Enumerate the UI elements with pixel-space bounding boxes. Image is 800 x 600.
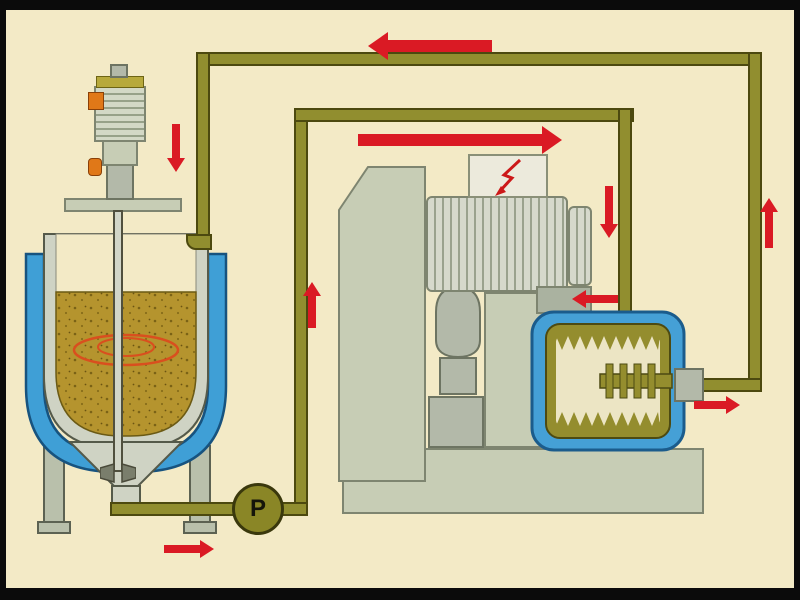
flow-arrow-mill-outlet: [694, 396, 740, 414]
agitator-shaft: [113, 210, 123, 472]
flow-arrow-feed-riser: [303, 282, 321, 328]
mill-motor-endcap: [568, 206, 592, 286]
flow-arrow-mill-feed-drop: [600, 186, 618, 238]
agitator-neck: [102, 140, 138, 166]
pipe-mill-feed-drop: [618, 108, 632, 314]
junction-box: [468, 154, 548, 198]
impeller: [100, 463, 136, 483]
frame-border-top: [0, 0, 800, 10]
motor-knob: [88, 158, 102, 176]
pump-label: P: [249, 495, 266, 522]
flow-arrow-mill-inlet: [572, 290, 618, 308]
frame-border-left: [0, 0, 6, 600]
feed-vessel: [24, 233, 228, 534]
pipe-feed-top: [294, 108, 634, 122]
circulation-pump: P: [232, 483, 284, 535]
pipe-vessel-drop: [196, 52, 210, 248]
agitator-motor-stub: [110, 64, 128, 78]
vortex-swirl-outer: [72, 333, 180, 367]
grinding-discs: [605, 363, 656, 399]
frame-border-right: [794, 0, 800, 600]
grinding-chamber: [530, 310, 686, 452]
flow-arrow-vessel-inlet: [167, 124, 185, 172]
mill-motor: [426, 196, 568, 292]
agitator-coupling: [106, 164, 134, 200]
chamber-outlet: [674, 368, 704, 402]
agitator-mount-plate: [64, 198, 182, 212]
mill-column: [338, 166, 426, 482]
motor-badge: [88, 92, 104, 110]
vortex-swirl-inner: [97, 337, 155, 357]
pipe-vessel-elbow: [186, 234, 212, 250]
flow-arrow-return-riser: [760, 198, 778, 248]
coupling-block: [428, 396, 484, 448]
flow-arrow-feed-line-top: [358, 126, 562, 154]
flow-arrow-return-line-top: [368, 32, 492, 60]
lightning-icon: [495, 158, 522, 196]
frame-border-bottom: [0, 588, 800, 600]
grinding-teeth-top: [556, 336, 660, 350]
flow-arrow-pump-suction: [164, 540, 214, 558]
grinding-teeth-bottom: [556, 412, 660, 426]
